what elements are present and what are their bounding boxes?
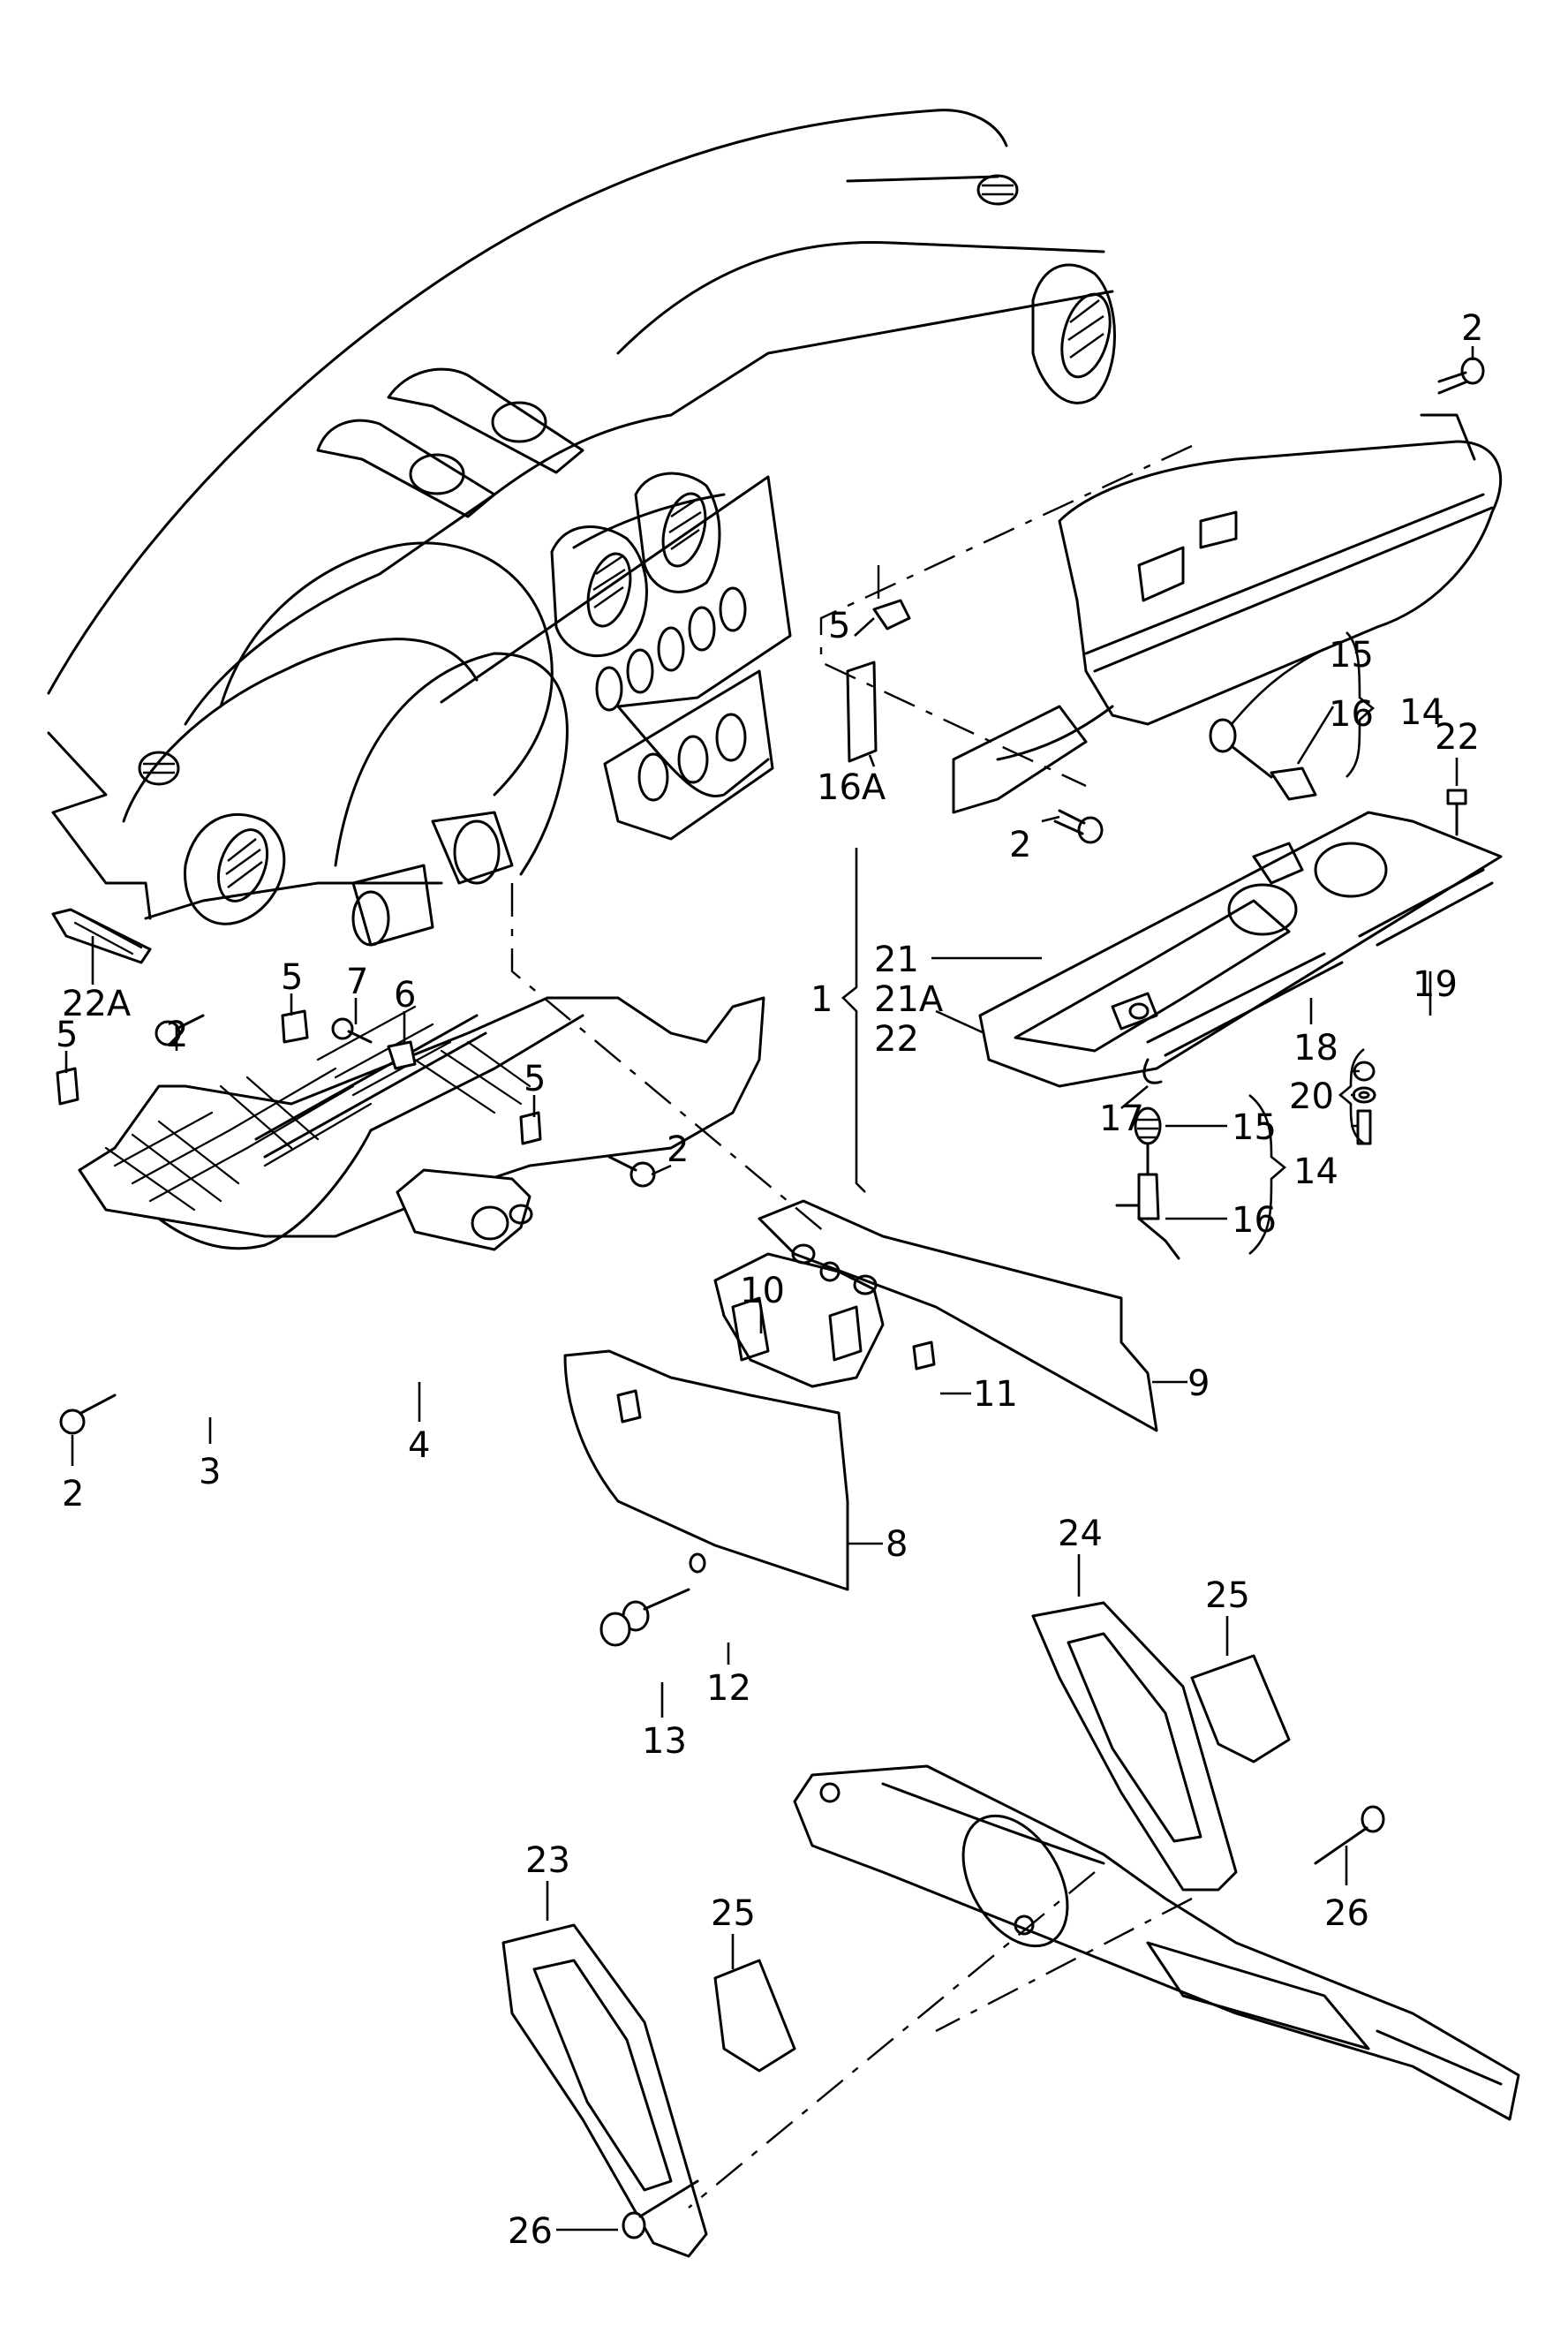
- label-6: 6: [394, 975, 416, 1016]
- lock-cylinder-lower: [1115, 1106, 1180, 1260]
- label-9: 9: [1187, 1363, 1210, 1404]
- label-8: 8: [886, 1524, 908, 1565]
- label-2: 2: [667, 1129, 689, 1170]
- label-21: 21: [874, 940, 919, 980]
- label-5: 5: [828, 606, 850, 646]
- label-25: 25: [1205, 1575, 1250, 1616]
- label-22A: 22A: [62, 984, 132, 1024]
- label-26: 26: [1324, 1893, 1369, 1934]
- label-5: 5: [56, 1015, 78, 1055]
- bolt-26-upper: [1314, 1805, 1385, 1865]
- bracket-22A: [51, 908, 152, 964]
- cap-13: [599, 1612, 631, 1647]
- clip-5-left: [56, 1067, 79, 1106]
- glove-box-housing: [952, 413, 1503, 814]
- cover-16A: [846, 661, 878, 763]
- label-11: 11: [973, 1374, 1018, 1415]
- screw-2-left-upper: [155, 1014, 205, 1046]
- label-14: 14: [1293, 1152, 1338, 1192]
- screw-12: [622, 1588, 690, 1632]
- assembly-lines: [510, 444, 1193, 2209]
- label-12: 12: [706, 1668, 751, 1709]
- clip-11: [912, 1340, 936, 1371]
- screw-2-left-lower: [59, 1393, 117, 1435]
- label-2: 2: [62, 1474, 84, 1514]
- clip-5-right: [519, 1111, 542, 1145]
- label-7: 7: [346, 962, 368, 1002]
- label-3: 3: [199, 1452, 221, 1492]
- vent-center: [550, 472, 747, 712]
- label-5: 5: [524, 1059, 546, 1099]
- label-22: 22: [874, 1019, 919, 1060]
- label-16A: 16A: [817, 767, 886, 808]
- clip-5-mid: [281, 1009, 309, 1044]
- label-24: 24: [1058, 1514, 1103, 1554]
- fastener-set-20: [1352, 1061, 1376, 1145]
- label-23: 23: [525, 1840, 570, 1881]
- callout-labels: 2 5 15 14 16 22 16A 2 21 1 21A 22 19 18 …: [56, 308, 1483, 2252]
- glove-box-lid: [978, 811, 1503, 1088]
- label-18: 18: [1293, 1028, 1338, 1069]
- trim-panel-9: [758, 1199, 1158, 1432]
- dashboard-panel: [47, 109, 1116, 947]
- knee-bolster-frame: [78, 996, 765, 1250]
- label-26: 26: [508, 2211, 553, 2252]
- label-5: 5: [281, 957, 303, 998]
- center-console: [793, 1764, 1520, 2121]
- label-2: 2: [1461, 308, 1483, 349]
- screw-2-mid: [1053, 809, 1104, 844]
- label-15: 15: [1329, 635, 1374, 676]
- light-switch-4: [396, 1168, 533, 1251]
- label-10: 10: [740, 1271, 785, 1311]
- bolt-22-upper: [1446, 789, 1467, 836]
- label-15: 15: [1232, 1107, 1277, 1148]
- label-14: 14: [1399, 692, 1444, 733]
- vent-right: [976, 174, 1116, 404]
- screw-2-right: [607, 1155, 656, 1188]
- clip-6: [387, 1040, 417, 1070]
- pad-25-upper: [1190, 1654, 1291, 1763]
- label-20: 20: [1289, 1076, 1334, 1117]
- screw-2-upper-right: [1437, 357, 1485, 395]
- label-13: 13: [642, 1721, 687, 1762]
- pad-25-lower: [713, 1959, 796, 2073]
- leader-lines: [64, 346, 1474, 2232]
- label-4: 4: [408, 1425, 430, 1466]
- label-22: 22: [1435, 717, 1480, 758]
- label-2: 2: [1009, 825, 1031, 865]
- screw-7: [331, 1017, 373, 1044]
- label-2: 2: [166, 1015, 188, 1055]
- label-16: 16: [1232, 1200, 1277, 1241]
- label-1: 1: [810, 979, 833, 1020]
- clip-5-upper: [872, 565, 911, 631]
- label-17: 17: [1099, 1099, 1144, 1139]
- label-21A: 21A: [874, 979, 944, 1020]
- label-16: 16: [1329, 694, 1374, 735]
- trim-panel-8: [563, 1349, 849, 1591]
- bolt-26-lower: [622, 2179, 699, 2239]
- label-25: 25: [711, 1893, 756, 1934]
- label-19: 19: [1413, 964, 1458, 1005]
- vent-left: [138, 751, 286, 925]
- side-bracket-24: [1031, 1601, 1238, 1892]
- side-bracket-23: [501, 1923, 708, 2258]
